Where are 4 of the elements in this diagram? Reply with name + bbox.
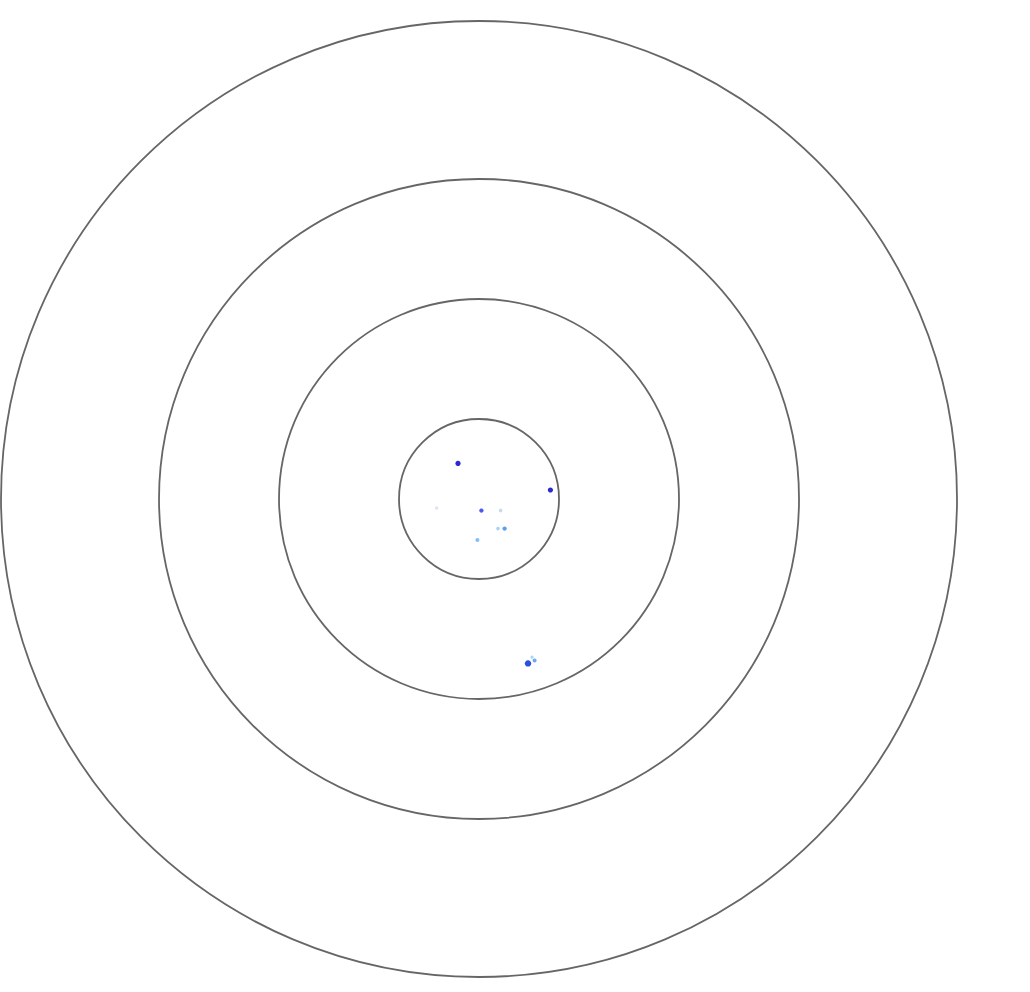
- ring: [278, 298, 680, 700]
- ring: [398, 418, 560, 580]
- ring: [0, 20, 958, 978]
- ring: [158, 178, 800, 820]
